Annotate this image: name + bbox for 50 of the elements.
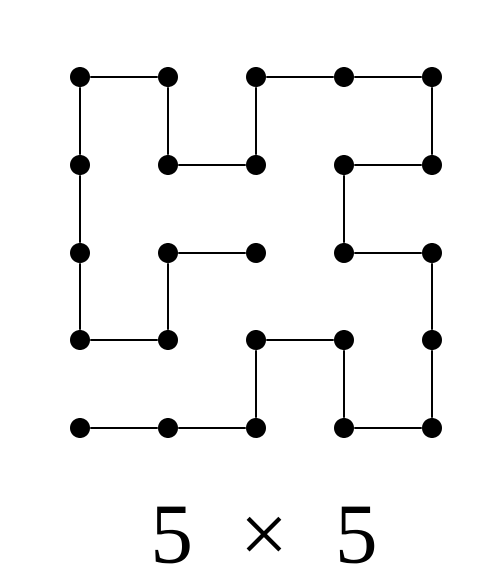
dot [422,418,442,438]
dot [70,67,90,87]
dot [334,418,354,438]
line-segment [79,87,81,155]
dot [246,67,266,87]
dot [158,243,178,263]
line-segment [178,427,246,429]
line-segment [354,76,422,78]
dot [70,330,90,350]
dot [334,155,354,175]
line-segment [354,252,422,254]
line-segment [178,164,246,166]
dot [158,330,178,350]
line-segment [266,76,334,78]
dot [246,330,266,350]
line-segment [343,175,345,243]
dot [70,155,90,175]
line-segment [266,339,334,341]
dot [334,67,354,87]
dot [246,243,266,263]
dot [158,155,178,175]
grid-size-label: 5 × 5 [155,506,374,564]
line-segment [178,252,246,254]
dot [334,330,354,350]
dot [70,243,90,263]
line-segment [167,263,169,330]
line-segment [90,76,158,78]
dot [422,67,442,87]
line-segment [79,263,81,330]
line-segment [90,339,158,341]
dot [158,67,178,87]
dot [246,155,266,175]
line-segment [255,350,257,418]
line-segment [90,427,158,429]
dot [422,155,442,175]
dot [422,243,442,263]
line-segment [255,87,257,155]
line-segment [167,87,169,155]
line-segment [354,164,422,166]
dot [422,330,442,350]
dot [246,418,266,438]
line-segment [79,175,81,243]
line-segment [431,87,433,155]
line-segment [354,427,422,429]
dot [70,418,90,438]
line-segment [431,263,433,330]
line-segment [431,350,433,418]
dot [158,418,178,438]
dot [334,243,354,263]
line-segment [343,350,345,418]
